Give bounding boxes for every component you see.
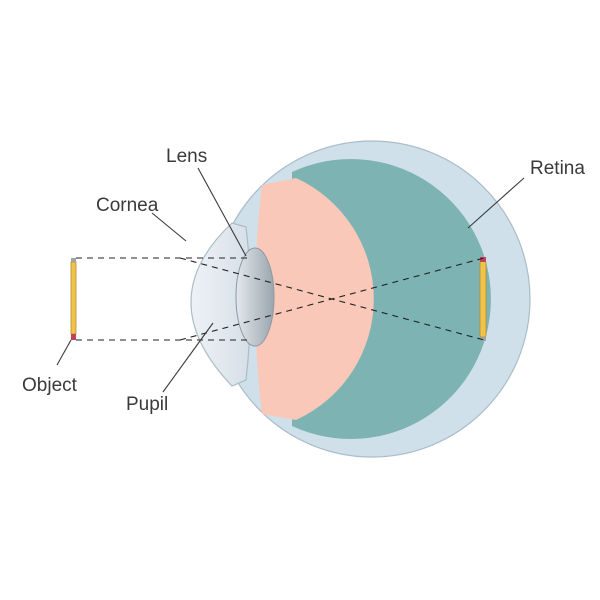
retina-image-tip: [480, 257, 486, 262]
label-pupil: Pupil: [126, 394, 168, 415]
retina-leader: [467, 177, 525, 229]
lens-leader: [197, 167, 247, 257]
object-pencil-eraser: [71, 334, 76, 340]
vitreous-body: [255, 178, 374, 420]
label-object: Object: [22, 375, 78, 396]
label-lens: Lens: [166, 146, 207, 167]
object-leader: [56, 339, 72, 366]
retina-image-base: [480, 337, 486, 341]
pupil-leader: [162, 322, 214, 393]
bottom-ray-crossing: [179, 257, 485, 341]
lens: [235, 247, 275, 347]
retina-image: [479, 260, 487, 338]
label-cornea: Cornea: [96, 195, 159, 216]
label-retina: Retina: [530, 158, 585, 179]
object-pencil-ferrule: [71, 258, 76, 262]
cornea-leader: [151, 212, 187, 242]
object-pencil: [70, 261, 77, 335]
